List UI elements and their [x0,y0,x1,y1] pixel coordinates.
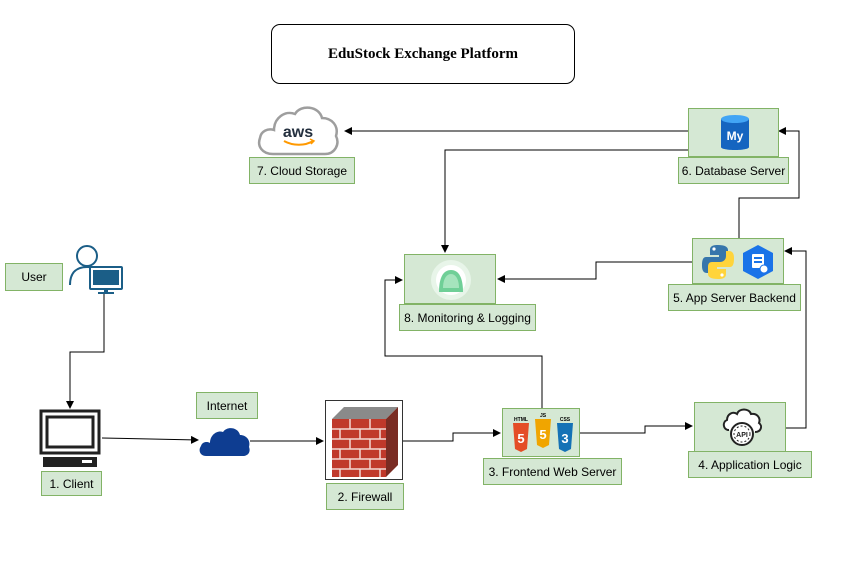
edge-user-client [66,292,105,409]
edge-applogic-backend [784,247,807,429]
edge-database-monitoring [441,149,688,253]
edge-frontend-applogic [580,422,693,434]
app-logic-label: 4. Application Logic [688,451,812,478]
user-icon [69,245,123,294]
aws-cloud-icon: aws [257,106,339,156]
edge-client-internet [101,435,199,444]
frontend-label: 3. Frontend Web Server [483,458,622,485]
monitoring-node [404,254,496,304]
monitoring-label: 8. Monitoring & Logging [399,304,536,331]
svg-text:5: 5 [539,427,546,442]
app-backend-label: 5. App Server Backend [668,284,801,311]
svg-text:JS: JS [540,413,547,419]
svg-text:aws: aws [283,124,313,141]
app-backend-node [692,238,784,284]
svg-text:HTML: HTML [514,417,528,423]
svg-text:My: My [727,129,744,143]
frontend-node: HTML 5 JS 5 CSS 3 [502,408,580,457]
html-js-css-icon: HTML 5 JS 5 CSS 3 [513,413,573,452]
edge-backend-monitoring [497,261,692,283]
brick-wall-icon [332,407,398,477]
svg-text:3: 3 [561,431,568,446]
firewall-node [325,400,403,480]
app-logic-node: API [694,402,786,452]
app-server-icon [743,245,773,279]
python-icon [702,245,734,279]
monitoring-icon [431,260,471,300]
page-title: EduStock Exchange Platform [271,24,575,84]
mysql-database-icon: My [721,115,749,150]
svg-text:API: API [736,432,748,439]
client-label: 1. Client [41,471,102,496]
svg-text:CSS: CSS [560,417,571,423]
firewall-label: 2. Firewall [326,483,404,510]
svg-text:5: 5 [517,431,524,446]
user-label: User [5,263,63,291]
cloud-storage-label: 7. Cloud Storage [249,157,355,184]
edge-firewall-frontend [403,429,501,442]
database-label: 6. Database Server [678,157,789,184]
cloud-icon [199,428,250,456]
internet-label: Internet [196,392,258,419]
api-icon: API [722,408,763,446]
database-node: My [688,108,779,157]
computer-icon [39,409,101,467]
